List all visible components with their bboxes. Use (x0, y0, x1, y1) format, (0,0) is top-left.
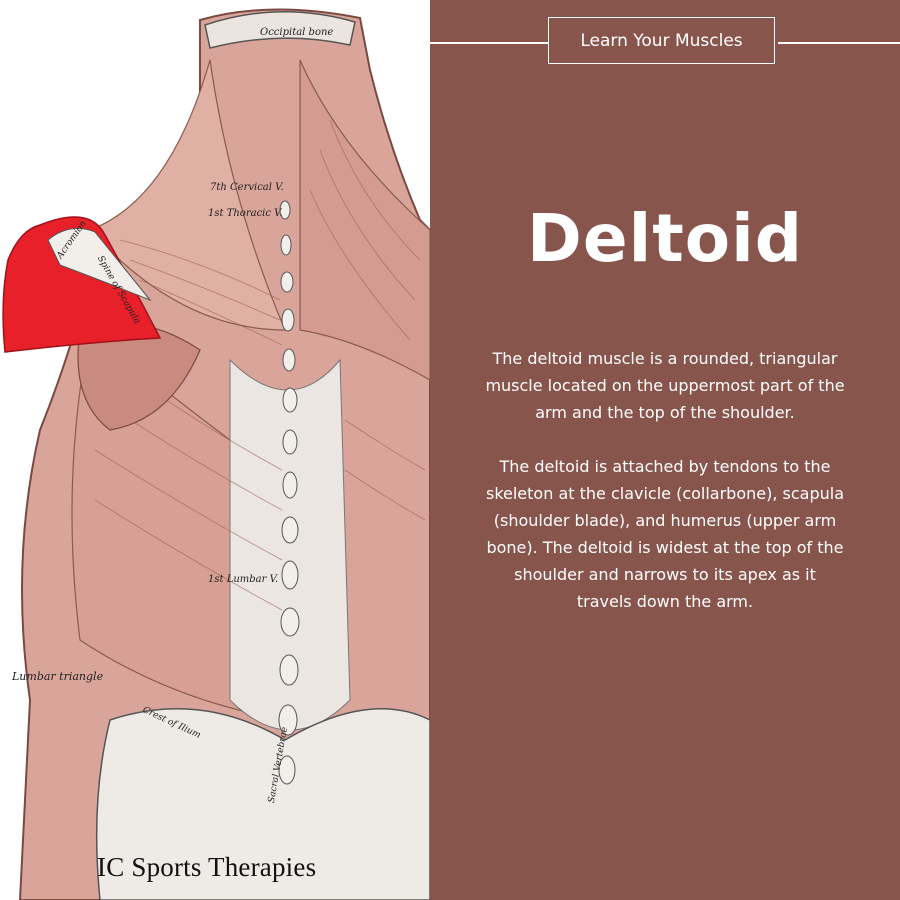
muscle-fibres (94, 119, 426, 611)
muscle-title: Deltoid (527, 200, 803, 277)
muscle-description: The deltoid muscle is a rounded, triangu… (485, 345, 845, 642)
header-divider-right (778, 42, 900, 44)
description-paragraph: The deltoid is attached by tendons to th… (485, 457, 845, 611)
cervical-label: 7th Cervical V. (210, 182, 284, 193)
anatomy-illustration: Lumbar triangle Occipital bone 7th Cervi… (0, 0, 430, 900)
occipital-bone (204, 10, 356, 49)
header-label: Learn Your Muscles (580, 30, 743, 51)
lumbar-triangle-label: Lumbar triangle (12, 670, 104, 683)
right-shoulder-muscles (299, 59, 430, 381)
acromion-bone (47, 227, 152, 302)
deltoid-highlight (2, 216, 162, 353)
lumbodorsal-fascia (229, 358, 351, 731)
thoracic-label: 1st Thoracic V. (208, 208, 283, 219)
pelvis-bone (95, 708, 430, 900)
header-label-box: Learn Your Muscles (548, 17, 775, 64)
header-divider-left (430, 42, 548, 44)
brand-name: IC Sports Therapies (97, 852, 317, 882)
back-muscles-drawing (2, 8, 430, 900)
spine (278, 200, 300, 785)
description-paragraph: The deltoid muscle is a rounded, triangu… (485, 349, 845, 422)
lumbar-vertebra-label: 1st Lumbar V. (208, 574, 279, 585)
info-panel: Learn Your Muscles Deltoid The deltoid m… (430, 0, 900, 900)
occipital-bone-label: Occipital bone (260, 27, 334, 38)
trapezius-muscle (88, 59, 286, 331)
